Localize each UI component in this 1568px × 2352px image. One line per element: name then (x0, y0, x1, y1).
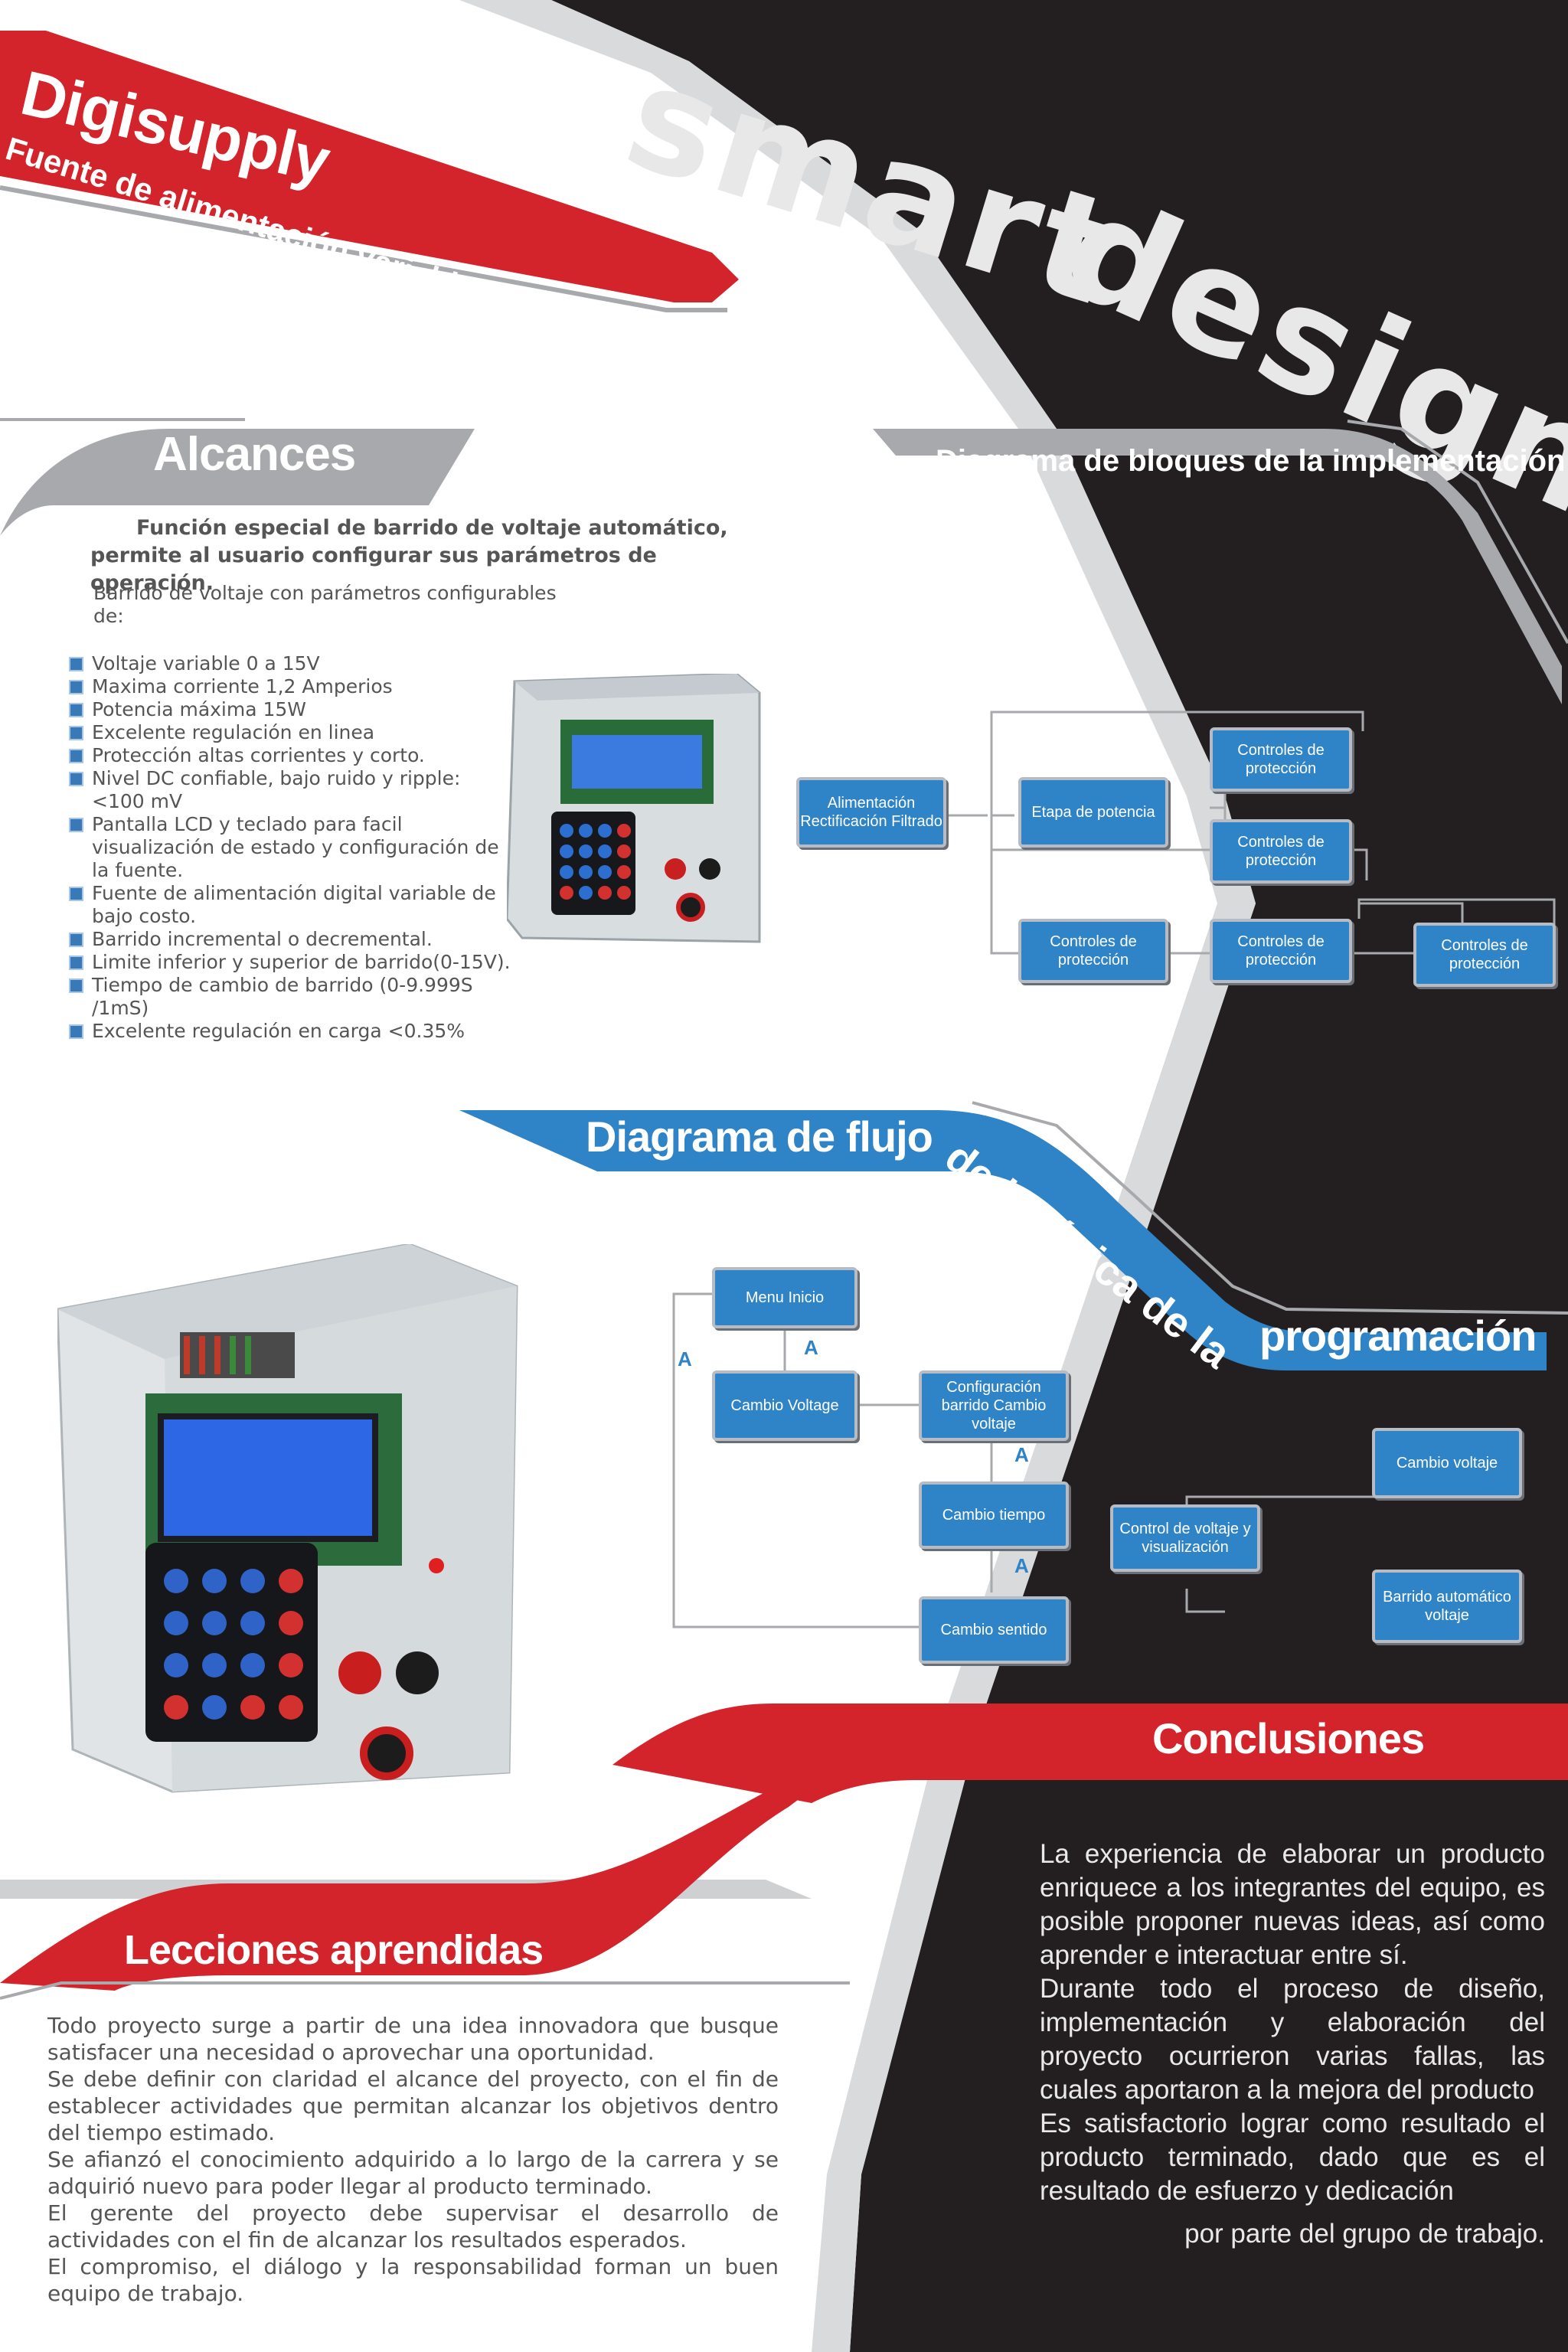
bloques-heading: Diagrama de bloques de la implementación (936, 444, 1565, 479)
list-item: Maxima corriente 1,2 Amperios (70, 675, 514, 698)
list-item: Fuente de alimentación digital variable … (70, 882, 514, 928)
block-diagram-lines (942, 710, 1556, 955)
box-controles-4: Controles de protección (1210, 919, 1352, 983)
list-item: Excelente regulación en carga <0.35% (70, 1020, 514, 1043)
alcances-intro: Función especial de barrido de voltaje a… (90, 514, 749, 597)
box-controles-3: Controles de protección (1018, 919, 1168, 983)
conclusion-p3: Es satisfactorio lograr como resultado e… (1040, 2109, 1545, 2206)
leccion-p3: Se afianzó el conocimiento adquirido a l… (47, 2147, 779, 2199)
flow-menu-inicio: Menu Inicio (712, 1267, 858, 1328)
list-item: Excelente regulación en linea (70, 721, 514, 744)
bloques-heading-text: Diagrama de bloques de la implementación (936, 444, 1566, 478)
device-photo-large (56, 1243, 536, 1795)
bloques-banner (873, 420, 1568, 704)
list-item: Limite inferior y superior de barrido(0-… (70, 951, 514, 974)
list-item: Protección altas corrientes y corto. (70, 744, 514, 767)
conclusiones-banner (612, 1704, 1568, 1803)
box-controles-5: Controles de protección (1413, 923, 1556, 987)
flujo-heading-c: programación (1259, 1312, 1537, 1360)
intro-line1: Función especial de barrido de voltaje a… (136, 516, 728, 540)
list-item: Potencia máxima 15W (70, 698, 514, 721)
conclusiones-heading: Conclusiones (1152, 1714, 1425, 1762)
lecciones-banner (0, 1761, 850, 2000)
list-item: Pantalla LCD y teclado para facil visual… (70, 813, 514, 882)
conclusion-p1: La experiencia de elaborar un producto e… (1040, 1839, 1545, 1970)
title-banner (0, 31, 739, 312)
flow-control: Control de voltaje y visualización (1110, 1504, 1260, 1572)
flow-label-a-3: A (1014, 1443, 1029, 1466)
lecciones-text: Todo proyecto surge a partir de una idea… (47, 2012, 779, 2307)
conclusion-p4: por parte del grupo de trabajo. (1184, 2219, 1545, 2249)
flow-cambio-voltaje: Cambio voltaje (1372, 1428, 1522, 1498)
flow-label-a-1: A (678, 1348, 692, 1370)
device-photo-small (505, 672, 767, 949)
alcances-heading: Alcances (153, 428, 356, 481)
flow-label-a-4: A (1014, 1554, 1029, 1577)
alcances-banner (0, 418, 475, 536)
leccion-p2: Se debe definir con claridad el alcance … (47, 2066, 779, 2145)
intro-line2: permite al usuario configurar sus paráme… (90, 544, 657, 595)
flow-configuracion: Configuración barrido Cambio voltaje (919, 1370, 1069, 1441)
alcances-lead: Barrido de voltaje con parámetros config… (93, 582, 557, 627)
list-item: Voltaje variable 0 a 15V (70, 652, 514, 675)
flow-cambio-voltage: Cambio Voltage (712, 1370, 858, 1441)
list-item: Tiempo de cambio de barrido (0-9.999S /1… (70, 974, 514, 1020)
flow-barrido: Barrido automático voltaje (1372, 1570, 1522, 1643)
flujo-heading-a: Diagrama de flujo (586, 1112, 933, 1161)
flow-cambio-sentido: Cambio sentido (919, 1596, 1069, 1664)
leccion-p1: Todo proyecto surge a partir de una idea… (47, 2013, 779, 2065)
flujo-banner (459, 1101, 1568, 1370)
box-alimentacion: Alimentación Rectificación Filtrado (796, 777, 946, 848)
leccion-p4: El gerente del proyecto debe supervisar … (47, 2200, 779, 2252)
lecciones-heading: Lecciones aprendidas (124, 1927, 544, 1973)
list-item: Barrido incremental o decremental. (70, 928, 514, 951)
alcances-list: Voltaje variable 0 a 15V Maxima corrient… (70, 652, 514, 1043)
flow-cambio-tiempo: Cambio tiempo (919, 1481, 1069, 1549)
box-controles-1: Controles de protección (1210, 727, 1352, 792)
leccion-p5: El compromiso, el diálogo y la responsab… (47, 2254, 779, 2306)
conclusiones-text: La experiencia de elaborar un producto e… (1040, 1838, 1545, 2251)
box-controles-2: Controles de protección (1210, 819, 1352, 884)
box-etapa-potencia: Etapa de potencia (1018, 777, 1168, 848)
list-item: Nivel DC confiable, bajo ruido y ripple:… (70, 767, 514, 813)
conclusion-p2: Durante todo el proceso de diseño, imple… (1040, 1974, 1545, 2105)
flow-label-a-2: A (804, 1336, 818, 1359)
